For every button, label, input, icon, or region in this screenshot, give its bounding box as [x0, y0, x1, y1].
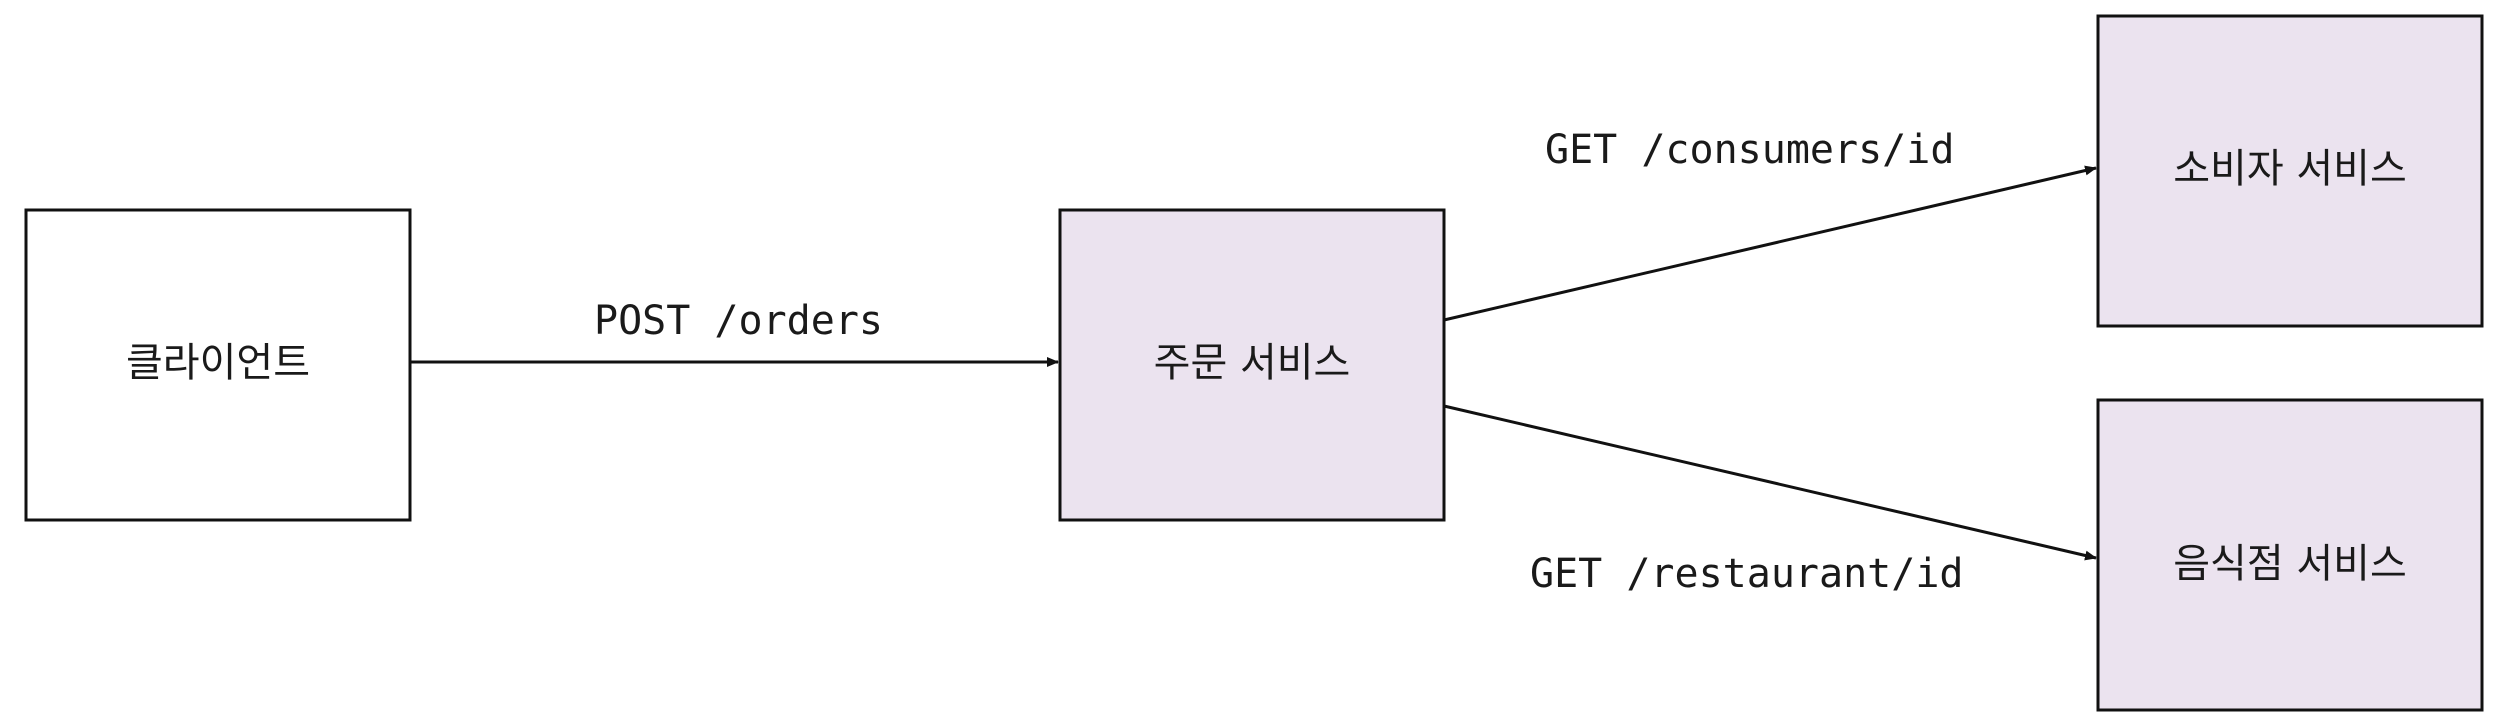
edge-label-get-restaurant: GET /restaurant/id	[1530, 551, 1963, 597]
client-node: 클라이언트	[24, 208, 412, 522]
restaurant-service-label: 음식점 서비스	[2173, 541, 2407, 587]
client-label: 클라이언트	[126, 340, 310, 386]
edge-post-orders: POST /orders	[410, 298, 1059, 367]
edge-get-restaurant: GET /restaurant/id	[1443, 404, 2097, 597]
order-service-label: 주문 서비스	[1154, 340, 1351, 386]
edge-label-get-consumers: GET /consumers/id	[1545, 127, 1954, 173]
consumer-service-box	[2096, 14, 2484, 328]
consumer-service-label: 소비자 서비스	[2173, 146, 2407, 192]
order-service-box	[1058, 208, 1446, 522]
arrow-get-restaurant	[1443, 404, 2097, 561]
edge-get-consumers: GET /consumers/id	[1443, 127, 2097, 322]
arrow-get-consumers	[1443, 165, 2097, 322]
restaurant-service-box	[2096, 398, 2484, 712]
restaurant-service-node: 음식점 서비스	[2096, 398, 2484, 712]
order-service-node: 주문 서비스	[1058, 208, 1446, 522]
consumer-service-node: 소비자 서비스	[2096, 14, 2484, 328]
edge-label-post-orders: POST /orders	[594, 298, 883, 344]
client-box	[24, 208, 412, 522]
